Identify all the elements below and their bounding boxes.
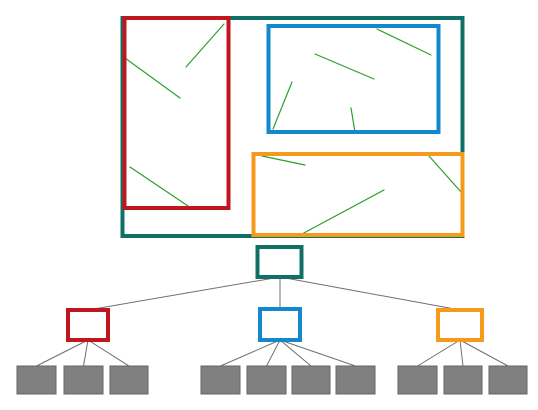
tree-edge-blue-leaf-2: [266, 339, 281, 367]
tree-edge-root-orange: [279, 276, 461, 311]
line-segment-4: [314, 53, 375, 80]
tree-edge-orange-leaf-2: [459, 339, 464, 367]
tree-edge-red-leaf-3: [87, 339, 130, 367]
line-segment-7: [350, 107, 356, 133]
tree-edges-layer: [36, 276, 509, 367]
tree-edge-red-leaf-1: [36, 339, 89, 367]
tree-edge-blue-leaf-3: [279, 339, 312, 367]
leaf-node-blue-3: [291, 365, 331, 395]
tree-edge-orange-leaf-1: [417, 339, 461, 367]
tree-edge-root-red: [87, 276, 281, 311]
leaf-node-orange-3: [488, 365, 528, 395]
leaf-node-orange-1: [397, 365, 438, 395]
tree-edge-blue-leaf-4: [279, 339, 356, 367]
tree-node-root: [255, 245, 304, 279]
tree-node-blue: [258, 307, 302, 342]
line-segment-2: [185, 23, 225, 68]
tree-edge-orange-leaf-3: [459, 339, 509, 367]
leaf-node-red-1: [16, 365, 57, 395]
line-segment-3: [129, 166, 189, 207]
line-segment-6: [272, 81, 293, 130]
line-segment-8: [261, 155, 306, 166]
tree-edge-red-leaf-2: [83, 339, 89, 367]
leaf-node-red-3: [109, 365, 149, 395]
leaf-node-red-2: [63, 365, 104, 395]
region-orange: [251, 152, 465, 237]
tree-node-orange: [436, 308, 484, 342]
line-segment-9: [428, 155, 462, 193]
leaf-node-orange-2: [443, 365, 483, 395]
tree-edge-blue-leaf-1: [220, 339, 281, 367]
regions-layer: [120, 16, 465, 238]
line-segment-10: [301, 189, 385, 235]
region-blue: [266, 24, 441, 134]
leaf-node-blue-2: [246, 365, 287, 395]
region-red: [122, 16, 231, 210]
region-root: [120, 16, 465, 238]
line-segment-1: [124, 57, 181, 99]
tree-node-red: [66, 308, 110, 342]
leaf-node-blue-4: [335, 365, 376, 395]
leaf-node-blue-1: [200, 365, 241, 395]
segments-layer: [124, 23, 462, 235]
line-segment-5: [376, 28, 432, 56]
tree-nodes-layer: [16, 245, 528, 395]
